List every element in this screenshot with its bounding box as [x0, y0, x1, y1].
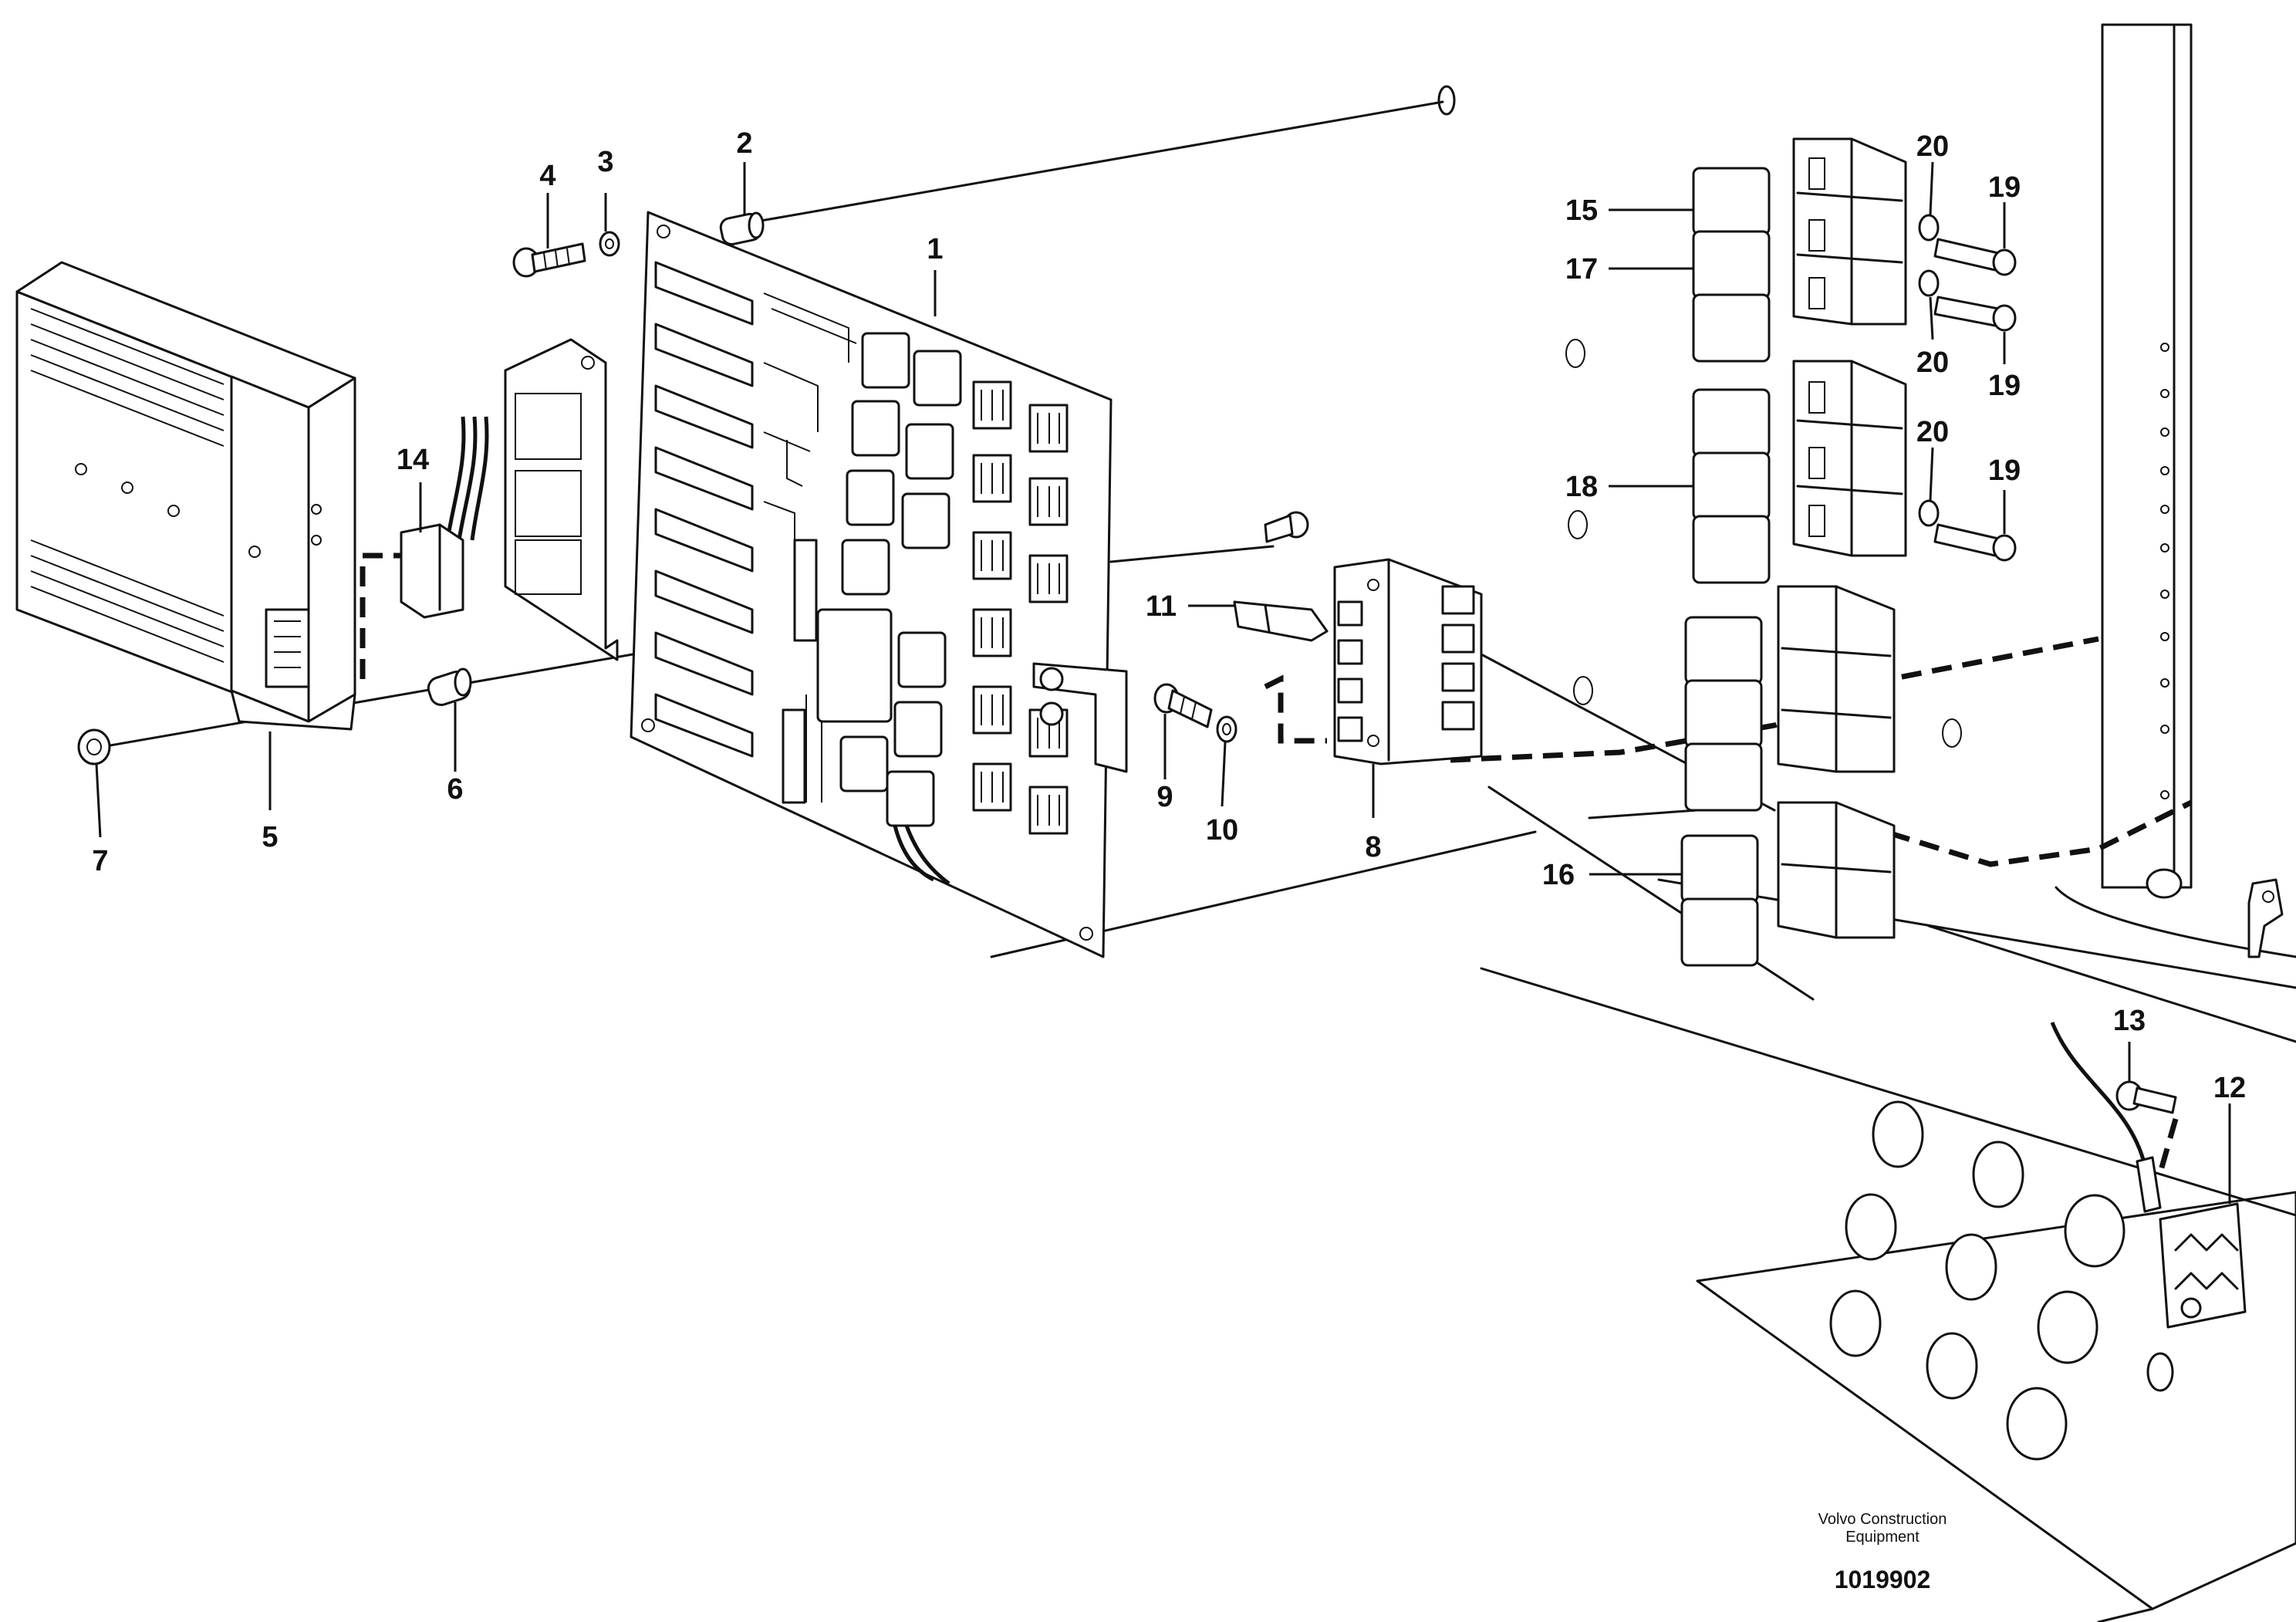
screw-9	[1153, 683, 1213, 728]
callout-4: 4	[539, 160, 555, 192]
washer-20-lower	[1918, 499, 1940, 527]
relay-stack-16	[1680, 834, 1759, 967]
washer-3	[599, 231, 620, 257]
callout-11: 11	[1146, 590, 1177, 623]
bolt-19-middle	[1933, 296, 2017, 332]
callout-5: 5	[262, 821, 278, 853]
callout-18: 18	[1565, 471, 1598, 503]
socket-stack-mid	[1792, 360, 1907, 557]
callout-12: 12	[2213, 1072, 2246, 1104]
callout-20c: 20	[1916, 416, 1949, 448]
callout-6: 6	[447, 773, 463, 806]
callout-14: 14	[397, 444, 429, 476]
callout-19b: 19	[1988, 370, 2021, 402]
callout-17: 17	[1565, 253, 1598, 286]
terminal-block-12	[2050, 1022, 2247, 1329]
spacer-2	[719, 211, 765, 246]
callout-10: 10	[1206, 814, 1238, 846]
drawing-footer: Volvo Construction Equipment 1019902	[1818, 1511, 1947, 1593]
callout-13: 13	[2113, 1005, 2146, 1037]
callout-19c: 19	[1988, 454, 2021, 487]
washer-10	[1216, 715, 1237, 743]
bolt-19-upper	[1933, 238, 2017, 276]
relay-stack-lower	[1684, 616, 1763, 812]
harness-dashed-right	[1450, 636, 2193, 867]
nut-7	[77, 728, 111, 765]
washer-20-middle	[1918, 269, 1940, 297]
washer-20-upper	[1918, 214, 1940, 242]
fuse-puller-11	[1233, 600, 1329, 642]
callout-8: 8	[1365, 831, 1381, 863]
control-unit-box	[15, 261, 356, 731]
company-name-line1: Volvo Construction	[1818, 1511, 1947, 1528]
callout-1: 1	[927, 233, 943, 265]
callout-7: 7	[92, 845, 108, 877]
connector-14	[400, 416, 489, 619]
bolt-19-lower	[1933, 523, 2017, 562]
spacer-6	[427, 667, 472, 707]
callout-numbers: 1 2 3 4 5 6 7 8 9 10 11 12 13 14 15 16 1…	[92, 127, 2246, 1104]
company-name-line2: Equipment	[1845, 1529, 1920, 1546]
callout-9: 9	[1156, 781, 1173, 813]
clip	[2247, 878, 2284, 958]
relay-stack-15-17	[1692, 167, 1771, 363]
callout-16: 16	[1542, 859, 1575, 891]
panel-holes	[1565, 339, 1962, 748]
screw-4	[512, 242, 586, 278]
callout-2: 2	[736, 127, 752, 160]
relay-stack-18	[1692, 388, 1771, 584]
callout-19a: 19	[1988, 171, 2021, 204]
callout-20b: 20	[1916, 346, 1949, 379]
relay-socket-8	[1264, 558, 1483, 765]
cab-pillar	[1657, 23, 2296, 1043]
socket-stack-lower	[1777, 585, 1896, 773]
bolt-13	[2115, 1080, 2177, 1114]
socket-stack-bottom	[1777, 801, 1896, 939]
screw-small	[1264, 511, 1309, 543]
circuit-board	[630, 211, 1128, 958]
callout-3: 3	[597, 146, 613, 178]
callout-20a: 20	[1916, 130, 1949, 163]
mounting-bracket	[504, 338, 619, 661]
leader-lines	[95, 161, 2231, 1204]
lower-panel	[1480, 967, 2296, 1622]
harness-dashed-14	[360, 552, 401, 679]
drawing-number: 1019902	[1835, 1566, 1931, 1593]
socket-stack-top	[1792, 137, 1907, 326]
callout-15: 15	[1565, 194, 1598, 227]
